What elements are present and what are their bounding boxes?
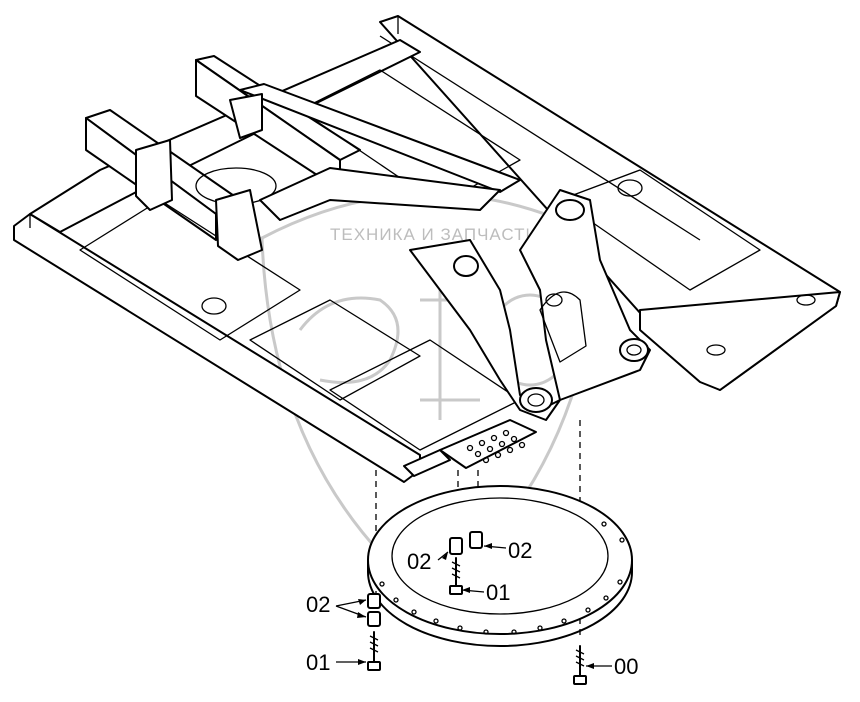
- spacer-02-a: [449, 537, 463, 555]
- front-lug: [403, 449, 451, 477]
- watermark-text: ТЕХНИКА И ЗАПЧАСТИ: [330, 225, 539, 244]
- left-side-rail: [13, 213, 421, 483]
- callout-label: 02: [306, 592, 330, 617]
- rear-beam: [29, 39, 421, 233]
- deck-plate: [79, 199, 301, 341]
- spacer-02-d: [367, 611, 381, 627]
- callout-label: 02: [508, 538, 532, 563]
- rear-plate: [639, 291, 841, 391]
- arm-beam-lower: [259, 167, 501, 221]
- upper-frame: [13, 15, 841, 483]
- deck-plate: [559, 169, 761, 291]
- watermark-letter-shape: [298, 296, 400, 384]
- arm-beam: [239, 83, 521, 193]
- callout-label: 00: [614, 654, 638, 679]
- left-bracket: [135, 139, 173, 211]
- upper-bracket: [229, 93, 263, 139]
- front-step-plate: [439, 419, 537, 469]
- step-holes: [466, 429, 526, 464]
- boom-foot-bracket: [409, 189, 651, 421]
- callout-group: 02 02 01 02 01 00: [306, 538, 638, 679]
- bolt-01-outer: [367, 631, 381, 671]
- callout-label: 01: [306, 650, 330, 675]
- left-bracket: [215, 189, 263, 261]
- callout-label: 02: [407, 549, 431, 574]
- bolt-00: [573, 645, 587, 685]
- bolt-01-inner: [449, 557, 463, 595]
- spacer-02-c: [367, 593, 381, 609]
- ring-bolt-holes: [379, 521, 625, 635]
- callout-label: 01: [486, 580, 510, 605]
- spacer-02-b: [469, 531, 483, 549]
- deck-plate: [249, 299, 421, 401]
- deck-plate: [299, 69, 521, 206]
